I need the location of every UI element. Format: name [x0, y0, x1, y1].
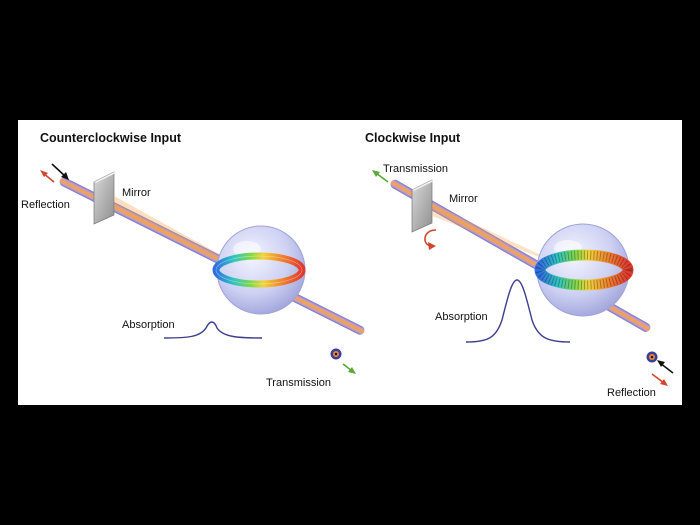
coupling-cone [432, 204, 573, 270]
absorption-label: Absorption [122, 319, 175, 331]
mirror-icon [411, 179, 434, 233]
transmission-label: Transmission [383, 163, 448, 175]
transmission-label: Transmission [266, 377, 331, 389]
absorption-curve [465, 279, 571, 343]
reflection-curl-arrow-icon [424, 229, 437, 250]
diagram-canvas: Counterclockwise Input Mirror Reflection [21, 131, 674, 399]
reflection-label: Reflection [607, 387, 656, 399]
diagram-figure: Counterclockwise Input Mirror Reflection [18, 120, 682, 405]
panel-title: Clockwise Input [365, 131, 461, 145]
transmission-arrow-icon [342, 363, 356, 374]
input-arrow-icon [657, 360, 674, 374]
mirror-label: Mirror [449, 193, 478, 205]
panel-title: Counterclockwise Input [40, 131, 182, 145]
fiber-end-icon [646, 351, 658, 363]
mirror-label: Mirror [122, 187, 151, 199]
input-arrow-icon [51, 163, 69, 180]
mirror-icon [93, 171, 116, 225]
panel-counterclockwise: Counterclockwise Input Mirror Reflection [21, 131, 365, 389]
absorption-label: Absorption [435, 311, 488, 323]
fiber-end-icon [330, 348, 342, 360]
microsphere-resonator [212, 225, 306, 315]
reflection-label: Reflection [21, 199, 70, 211]
microsphere-resonator [534, 223, 634, 317]
transmission-arrow-icon [372, 170, 389, 183]
reflection-arrow-icon [651, 373, 668, 386]
coupling-cone [114, 196, 248, 270]
absorption-curve [163, 321, 263, 339]
panel-clockwise: Clockwise Input Mirror Transmission [365, 131, 674, 399]
reflection-arrow-icon [40, 170, 55, 183]
